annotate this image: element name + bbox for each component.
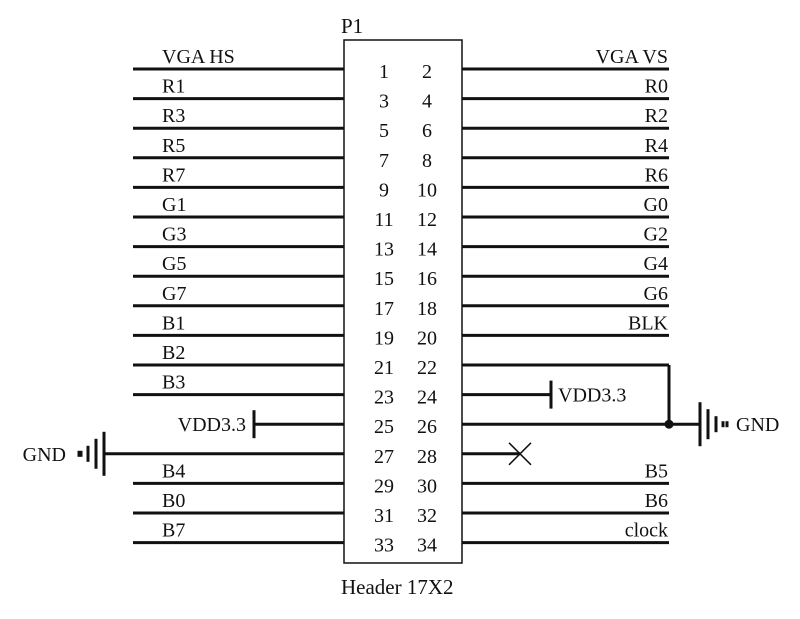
pin-number-29: 29 (374, 475, 394, 497)
net-label-18: G6 (644, 283, 668, 305)
pin-number-10: 10 (417, 179, 437, 201)
pin-number-30: 30 (417, 475, 437, 497)
net-label-9: R7 (162, 164, 185, 186)
net-label-34: clock (625, 520, 668, 542)
pin-number-31: 31 (374, 505, 394, 527)
pin-number-22: 22 (417, 357, 437, 379)
net-label-15: G5 (162, 253, 186, 275)
pin-number-9: 9 (379, 179, 389, 201)
pin-number-25: 25 (374, 416, 394, 438)
pin-number-21: 21 (374, 357, 394, 379)
pin-number-5: 5 (379, 120, 389, 142)
net-label-7: R5 (162, 135, 185, 157)
net-label-20: BLK (628, 312, 669, 334)
net-label-8: R4 (645, 135, 668, 157)
net-label-3: R1 (162, 76, 185, 98)
net-label-6: R2 (645, 105, 668, 127)
net-label-12: G0 (644, 194, 668, 216)
pin-number-6: 6 (422, 120, 432, 142)
pin-number-15: 15 (374, 268, 394, 290)
net-label-16: G4 (644, 253, 668, 275)
pin-number-2: 2 (422, 61, 432, 83)
pin-number-28: 28 (417, 446, 437, 468)
net-label-2: VGA VS (596, 46, 668, 68)
no-connect-mark-b (508, 442, 532, 466)
net-label-14: G2 (644, 224, 668, 246)
pin-number-33: 33 (374, 535, 394, 557)
net-label-23: B3 (162, 372, 185, 394)
pin-number-34: 34 (417, 535, 437, 557)
pins-layer: 1 VGA HS 3 R1 5 R3 7 R5 9 R7 11 G1 13 G3 15 G5 17 G7 19 B1 2… (23, 46, 780, 557)
connector-body (343, 39, 463, 564)
net-label-17: G7 (162, 283, 186, 305)
pin-number-26: 26 (417, 416, 437, 438)
net-label-4: R0 (645, 76, 668, 98)
pin-number-1: 1 (379, 61, 389, 83)
component-designator: P1 (341, 14, 363, 38)
net-label-27: GND (23, 444, 66, 466)
pin-number-8: 8 (422, 150, 432, 172)
pin-number-32: 32 (417, 505, 437, 527)
net-label-5: R3 (162, 105, 185, 127)
net-label-11: G1 (162, 194, 186, 216)
pin-number-18: 18 (417, 298, 437, 320)
component-value: Header 17X2 (341, 575, 454, 599)
net-label-13: G3 (162, 224, 186, 246)
net-label-21: B2 (162, 342, 185, 364)
net-label-32: B6 (645, 490, 668, 512)
pin-number-13: 13 (374, 239, 394, 261)
pin-number-19: 19 (374, 327, 394, 349)
pin-number-16: 16 (417, 268, 437, 290)
net-label-25: VDD3.3 (178, 414, 246, 436)
net-label-30: B5 (645, 460, 668, 482)
net-label-33: B7 (162, 520, 185, 542)
net-label-1: VGA HS (162, 46, 235, 68)
net-label-10: R6 (645, 164, 668, 186)
pin-number-24: 24 (417, 387, 437, 409)
pin-number-3: 3 (379, 91, 389, 113)
net-label-19: B1 (162, 312, 185, 334)
pin-number-27: 27 (374, 446, 394, 468)
net-label-24: VDD3.3 (558, 385, 626, 407)
pin-number-7: 7 (379, 150, 389, 172)
pin-number-4: 4 (422, 91, 432, 113)
pin-number-20: 20 (417, 327, 437, 349)
pin-number-14: 14 (417, 239, 437, 261)
junction-dot (664, 419, 674, 429)
net-label-31: B0 (162, 490, 185, 512)
pin-number-11: 11 (374, 209, 393, 231)
pin-number-23: 23 (374, 387, 394, 409)
net-label-26: GND (736, 414, 779, 436)
pin-number-12: 12 (417, 209, 437, 231)
net-label-29: B4 (162, 460, 185, 482)
pin-number-17: 17 (374, 298, 394, 320)
